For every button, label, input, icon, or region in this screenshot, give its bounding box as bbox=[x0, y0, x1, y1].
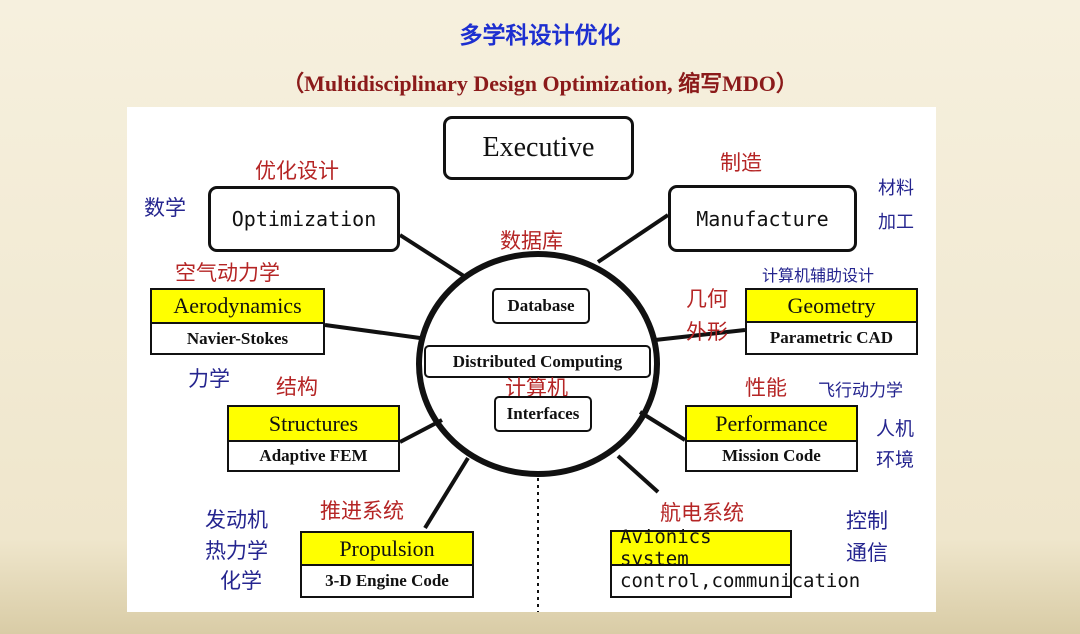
avionics-box: Avionics system bbox=[610, 526, 792, 570]
optimization-box: Optimization bbox=[208, 186, 400, 252]
line-optimization bbox=[398, 233, 469, 280]
control-communication-box: control,communication bbox=[610, 566, 860, 598]
geometry-cn-label-1: 几何 bbox=[686, 287, 728, 311]
performance-cn-label: 性能 bbox=[745, 376, 787, 400]
communication-label: 通信 bbox=[846, 541, 888, 565]
processing-label: 加工 bbox=[878, 212, 914, 233]
cad-cn-label: 计算机辅助设计 bbox=[762, 266, 875, 285]
thermodynamics-label: 热力学 bbox=[205, 539, 268, 563]
manufacture-box: Manufacture bbox=[668, 185, 857, 252]
structures-box: Structures bbox=[227, 405, 400, 442]
slide-subtitle: （Multidisciplinary Design Optimization, … bbox=[282, 71, 798, 96]
interfaces-box: Interfaces bbox=[494, 396, 592, 432]
line-manufacture bbox=[596, 213, 670, 264]
materials-label: 材料 bbox=[878, 178, 914, 199]
performance-box: Performance bbox=[685, 405, 858, 442]
optimization-cn-label: 优化设计 bbox=[255, 159, 339, 183]
database-box: Database bbox=[492, 288, 590, 324]
math-label: 数学 bbox=[144, 196, 186, 220]
propulsion-box: Propulsion bbox=[300, 531, 474, 566]
line-geometry bbox=[654, 328, 746, 342]
distributed-computing-box: Distributed Computing bbox=[424, 345, 651, 378]
manufacture-cn-label: 制造 bbox=[720, 151, 762, 175]
hub-circle bbox=[416, 251, 660, 477]
flight-dynamics-label: 飞行动力学 bbox=[818, 381, 903, 401]
geometry-cn-label-2: 外形 bbox=[686, 320, 728, 344]
database-cn-label: 数据库 bbox=[500, 229, 563, 253]
control-label: 控制 bbox=[846, 509, 888, 533]
engine-code-box: 3-D Engine Code bbox=[300, 566, 474, 598]
parametric-cad-box: Parametric CAD bbox=[745, 323, 918, 355]
navier-stokes-box: Navier-Stokes bbox=[150, 324, 325, 355]
adaptive-fem-box: Adaptive FEM bbox=[227, 442, 400, 472]
engine-label: 发动机 bbox=[205, 508, 268, 532]
line-aero bbox=[324, 323, 421, 340]
avionics-cn-label: 航电系统 bbox=[660, 501, 744, 525]
line-performance bbox=[638, 410, 687, 442]
environment-label: 环境 bbox=[876, 449, 915, 471]
aero-cn-label: 空气动力学 bbox=[175, 261, 280, 285]
human-machine-label: 人机 bbox=[876, 418, 915, 440]
geometry-box: Geometry bbox=[745, 288, 918, 323]
propulsion-cn-label: 推进系统 bbox=[320, 499, 404, 523]
line-avionics bbox=[616, 454, 660, 494]
slide-title: 多学科设计优化 bbox=[459, 23, 621, 49]
structures-cn-label: 结构 bbox=[276, 375, 318, 399]
line-propulsion bbox=[423, 456, 470, 530]
mechanics-label: 力学 bbox=[188, 367, 230, 391]
mission-code-box: Mission Code bbox=[685, 442, 858, 472]
aerodynamics-box: Aerodynamics bbox=[150, 288, 325, 324]
executive-box: Executive bbox=[443, 116, 634, 180]
chemistry-label: 化学 bbox=[220, 569, 262, 593]
